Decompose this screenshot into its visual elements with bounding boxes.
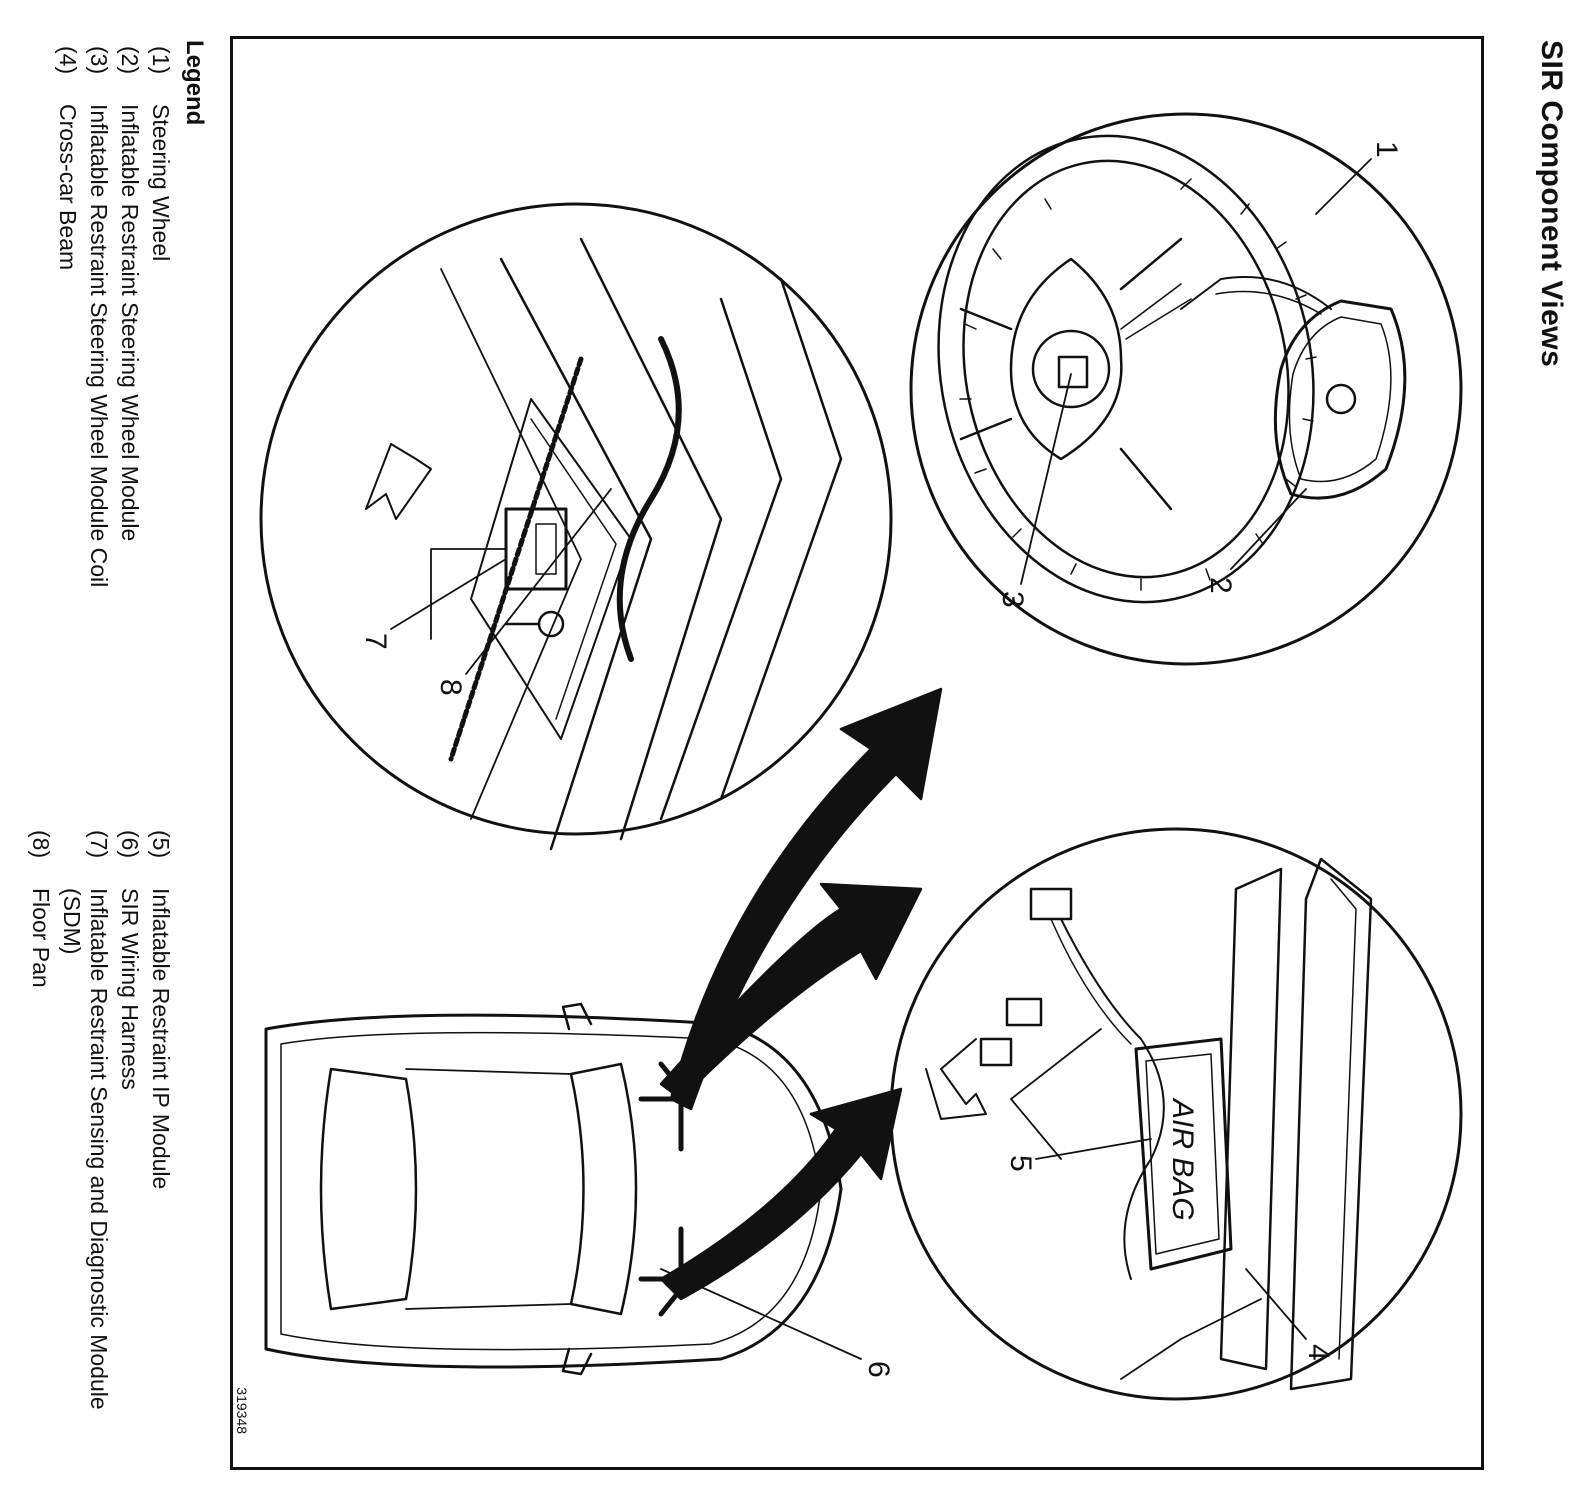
legend-number: (1) bbox=[148, 46, 174, 75]
legend-item: (6) SIR Wiring Harness bbox=[116, 830, 143, 1470]
legend-text: Inflatable Restraint Sensing and Diagnos… bbox=[59, 888, 112, 1410]
callout-6: 6 bbox=[862, 1361, 895, 1378]
legend-item: (1) Steering Wheel bbox=[147, 46, 174, 606]
steering-wheel-view bbox=[909, 112, 1463, 666]
legend-item: (5) Inflatable Restraint IP Module bbox=[147, 830, 174, 1470]
legend-number: (8) bbox=[28, 830, 54, 859]
legend-number: (2) bbox=[117, 46, 143, 75]
diagram-frame: AIR BAG bbox=[230, 36, 1484, 1470]
callout-8: 8 bbox=[434, 679, 467, 696]
legend-item: (4) Cross-car Beam bbox=[54, 46, 81, 606]
legend-number: (5) bbox=[148, 830, 174, 859]
callout-4: 4 bbox=[1302, 1344, 1335, 1361]
legend-text: Inflatable Restraint IP Module bbox=[148, 888, 174, 1190]
legend-left-column: (1) Steering Wheel (2) Inflatable Restra… bbox=[50, 46, 174, 606]
callout-2: 2 bbox=[1204, 577, 1237, 594]
legend-title: Legend bbox=[181, 40, 208, 126]
legend-item: (2) Inflatable Restraint Steering Wheel … bbox=[116, 46, 143, 606]
legend-text: Inflatable Restraint Steering Wheel Modu… bbox=[86, 104, 112, 588]
legend-number: (4) bbox=[55, 46, 81, 75]
callout-5: 5 bbox=[1004, 1155, 1037, 1172]
legend-text: Steering Wheel bbox=[148, 104, 174, 262]
page-title: SIR Component Views bbox=[1535, 40, 1568, 368]
legend-item: (3) Inflatable Restraint Steering Wheel … bbox=[85, 46, 112, 606]
legend-text: Inflatable Restraint Steering Wheel Modu… bbox=[117, 104, 143, 542]
legend-text: Floor Pan bbox=[28, 888, 54, 988]
legend-text: Cross-car Beam bbox=[55, 104, 81, 271]
legend-number: (6) bbox=[117, 830, 143, 859]
figure-id: 319348 bbox=[234, 1387, 250, 1434]
legend-text: SIR Wiring Harness bbox=[117, 888, 143, 1090]
sdm-floor-view bbox=[259, 202, 893, 851]
legend-number: (3) bbox=[86, 46, 112, 75]
callout-numbers: 1 2 3 4 5 6 7 8 bbox=[359, 141, 1403, 1378]
instrument-panel-view: AIR BAG bbox=[889, 827, 1463, 1401]
vehicle-top-view bbox=[264, 1002, 862, 1376]
airbag-label: AIR BAG bbox=[1166, 1097, 1199, 1221]
legend-right-column: (5) Inflatable Restraint IP Module (6) S… bbox=[23, 830, 174, 1470]
legend-item: (7) Inflatable Restraint Sensing and Dia… bbox=[58, 830, 112, 1470]
legend-number: (7) bbox=[86, 830, 112, 859]
callout-1: 1 bbox=[1370, 141, 1403, 158]
legend-item: (8) Floor Pan bbox=[27, 830, 54, 1470]
callout-3: 3 bbox=[996, 591, 1029, 608]
component-illustration: AIR BAG bbox=[259, 112, 1463, 1401]
callout-7: 7 bbox=[359, 633, 392, 650]
locator-arrows bbox=[659, 687, 943, 1301]
